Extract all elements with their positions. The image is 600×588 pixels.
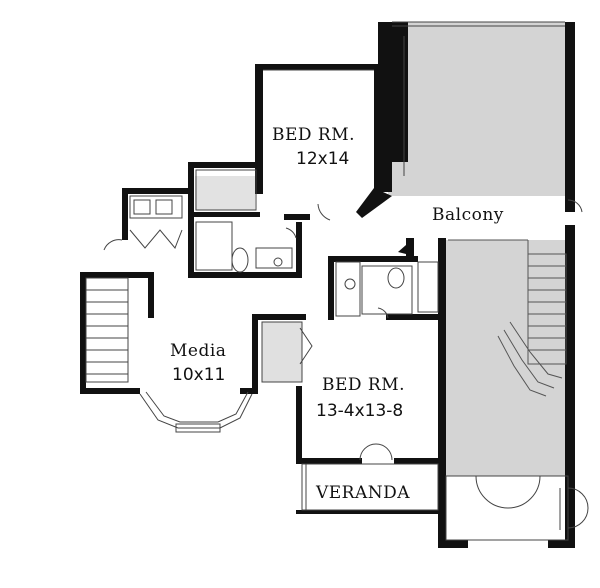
media-name: Media (170, 341, 226, 361)
media-size: 10x11 (172, 365, 225, 385)
bed-room-1-size: 12x14 (296, 149, 349, 169)
bed-room-1-name: BED RM. (272, 125, 355, 145)
right-stairs (448, 239, 567, 397)
bed-room-2-name: BED RM. (322, 375, 405, 395)
bath-floor-shading (195, 176, 255, 210)
veranda-label: VERANDA (315, 483, 410, 503)
detail-lines (85, 21, 589, 541)
walls (80, 22, 575, 548)
balcony-label: Balcony (432, 205, 504, 225)
closet-floor-shading (262, 322, 302, 382)
open-to-below-great-room (388, 22, 568, 196)
open-to-below-foyer (444, 240, 568, 476)
bed-room-2-size: 13-4x13-8 (316, 401, 403, 421)
